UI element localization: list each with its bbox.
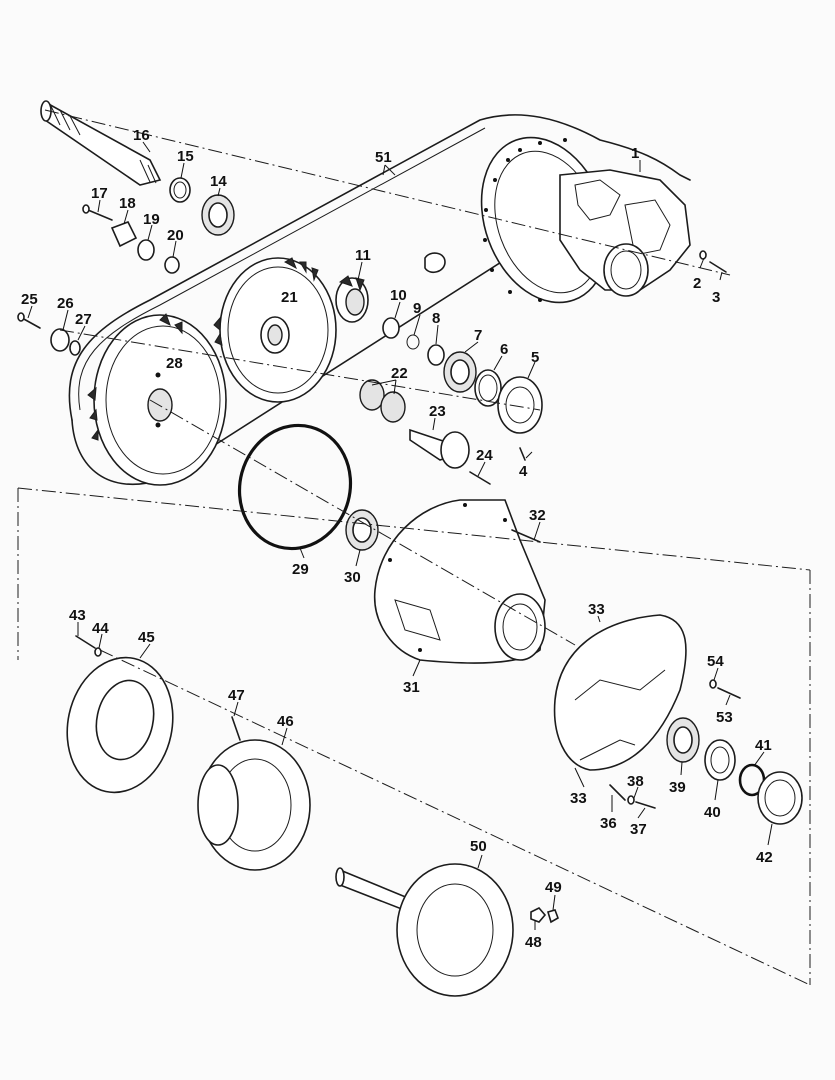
cone-housing: [373, 499, 546, 664]
label-part-31: 31: [403, 679, 420, 696]
label-part-43: 43: [69, 607, 86, 624]
label-part-20: 20: [167, 227, 184, 244]
label-part-49: 49: [545, 879, 562, 896]
label-part-39: 39: [669, 779, 686, 796]
label-part-50: 50: [470, 838, 487, 855]
centerlines: [17, 109, 811, 986]
gearbox-housing: [424, 136, 691, 304]
output-seal-stack: [609, 679, 803, 825]
bolt-32: [511, 529, 541, 543]
input-shaft: [40, 100, 162, 186]
label-part-8: 8: [432, 310, 440, 327]
label-part-45: 45: [138, 629, 155, 646]
gear-28: [87, 313, 227, 486]
label-part-11: 11: [355, 247, 371, 264]
back-plate: [553, 614, 687, 771]
label-part-37: 37: [630, 821, 647, 838]
shaft-end-parts: [17, 312, 81, 356]
label-part-33-top: 33: [588, 601, 605, 618]
label-part-36: 36: [600, 815, 617, 832]
label-part-48: 48: [525, 934, 542, 951]
label-part-30: 30: [344, 569, 361, 586]
label-part-10: 10: [390, 287, 407, 304]
housing-bolts: [699, 250, 727, 273]
label-part-15: 15: [177, 148, 194, 165]
label-part-9: 9: [413, 300, 421, 317]
hub-46: [197, 739, 311, 871]
label-part-26: 26: [57, 295, 74, 312]
label-part-4: 4: [519, 463, 528, 480]
label-part-6: 6: [500, 341, 508, 358]
label-part-54: 54: [707, 653, 724, 670]
label-part-14: 14: [210, 173, 227, 190]
gear-11: [335, 275, 369, 323]
label-part-27: 27: [75, 311, 92, 328]
label-part-41: 41: [755, 737, 772, 754]
label-part-25: 25: [21, 291, 38, 308]
label-part-3: 3: [712, 289, 720, 306]
label-part-29: 29: [292, 561, 309, 578]
label-part-28: 28: [166, 355, 183, 372]
gear-21: [213, 257, 337, 403]
label-part-42: 42: [756, 849, 773, 866]
label-part-32: 32: [529, 507, 546, 524]
label-part-44: 44: [92, 620, 109, 637]
leader-lines: [27, 141, 773, 930]
label-part-21: 21: [281, 289, 298, 306]
part-labels: 1 2 3 4 5 6 7 8 9 10 11 14 15 16 17 18 1…: [21, 127, 773, 951]
label-part-5: 5: [531, 349, 539, 366]
nut-48-49: [530, 907, 559, 924]
label-part-24: 24: [476, 447, 493, 464]
label-part-22: 22: [391, 365, 408, 382]
label-part-40: 40: [704, 804, 721, 821]
bolts-43-44-47: [75, 635, 241, 741]
bearing-stack: [359, 317, 543, 485]
label-part-7: 7: [474, 327, 482, 344]
flange-45: [66, 656, 174, 794]
label-part-47: 47: [228, 687, 245, 704]
label-part-1: 1: [631, 145, 639, 162]
label-part-17: 17: [91, 185, 108, 202]
label-part-19: 19: [143, 211, 160, 228]
o-ring-29: [237, 423, 353, 551]
label-part-46: 46: [277, 713, 294, 730]
label-part-51: 51: [375, 149, 392, 166]
label-part-2: 2: [693, 275, 701, 292]
label-part-16: 16: [133, 127, 150, 144]
output-shaft-50: [335, 863, 514, 997]
label-part-23: 23: [429, 403, 446, 420]
label-part-38: 38: [627, 773, 644, 790]
label-part-33-bottom: 33: [570, 790, 587, 807]
bearing-30: [345, 509, 379, 551]
label-part-18: 18: [119, 195, 136, 212]
label-part-53: 53: [716, 709, 733, 726]
shaft-small-parts: [82, 177, 235, 274]
